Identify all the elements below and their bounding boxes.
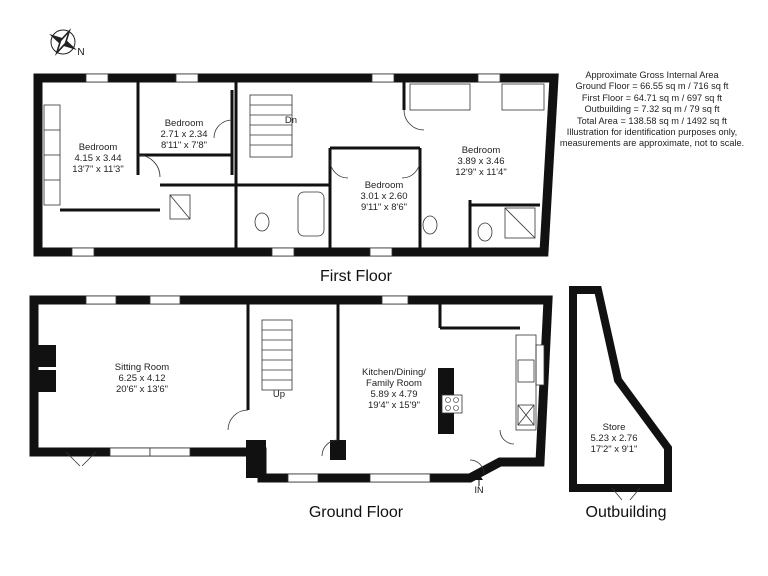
bathroom-fixtures (169, 191, 536, 242)
entrance-arrow-icon (475, 474, 483, 486)
ground-floor-partitions (246, 304, 520, 440)
area-line: Total Area = 138.58 sq m / 1492 sq ft (577, 115, 727, 126)
room-kitchen-dining: Kitchen/Dining/ Family Room 5.89 x 4.79 … (362, 367, 426, 411)
room-imperial: 9'11" x 8'6" (361, 202, 407, 213)
ground-floor-windows (85, 295, 545, 483)
room-metric: 5.89 x 4.79 (370, 389, 417, 400)
outbuilding-door (611, 487, 641, 501)
compass: N (49, 28, 85, 58)
wardrobes (43, 83, 545, 206)
room-metric: 4.15 x 3.44 (74, 153, 121, 164)
area-line: Approximate Gross Internal Area (585, 70, 719, 80)
first-floor-partitions (60, 82, 540, 248)
room-name: Bedroom (365, 180, 404, 191)
room-imperial: 19'4" x 15'9" (368, 400, 420, 411)
first-floor-title: First Floor (320, 268, 393, 285)
ground-floor-plan: IN Up Sitting Room 6.25 x 4.12 20'6" x 1… (29, 295, 553, 521)
room-bedroom-1: Bedroom 4.15 x 3.44 13'7" x 11'3" (72, 142, 123, 175)
room-name: Store (603, 422, 626, 433)
room-metric: 5.23 x 2.76 (590, 433, 637, 444)
disclaimer-line: Illustration for identification purposes… (566, 127, 738, 138)
kitchen-fittings (438, 334, 537, 434)
up-stairs-label: Up (273, 389, 285, 400)
room-imperial: 8'11" x 7'8" (161, 140, 207, 151)
room-metric: 3.01 x 2.60 (360, 191, 407, 202)
down-stairs-label: Dn (285, 115, 297, 126)
room-bedroom-2: Bedroom 2.71 x 2.34 8'11" x 7'8" (160, 118, 207, 151)
area-info: Approximate Gross Internal Area Ground F… (542, 70, 762, 150)
outbuilding-plan: Store 5.23 x 2.76 17'2" x 9'1" Outbuildi… (569, 286, 672, 521)
room-imperial: 17'2" x 9'1" (591, 444, 638, 455)
first-floor-plan: Dn Bedroom 4.15 x 3.44 13'7" x 11'3" Bed… (33, 73, 559, 285)
room-name: Bedroom (79, 142, 118, 153)
area-line: Ground Floor = 66.55 sq m / 716 sq ft (575, 81, 729, 92)
room-metric: 6.25 x 4.12 (118, 373, 165, 384)
room-name: Kitchen/Dining/ (362, 367, 426, 378)
entrance-label: IN (475, 485, 484, 495)
room-name: Bedroom (165, 118, 204, 129)
disclaimer-line: measurements are approximate, not to sca… (559, 138, 745, 149)
room-imperial: 20'6" x 13'6" (116, 384, 168, 395)
room-store: Store 5.23 x 2.76 17'2" x 9'1" (590, 422, 637, 455)
room-metric: 2.71 x 2.34 (160, 129, 207, 140)
ground-floor-chimney-blocks (38, 345, 346, 478)
room-sitting-room: Sitting Room 6.25 x 4.12 20'6" x 13'6" (115, 362, 169, 395)
room-imperial: 12'9" x 11'4" (455, 167, 506, 178)
first-floor-windows (71, 73, 501, 257)
compass-north-label: N (77, 47, 84, 58)
room-metric: 3.89 x 3.46 (457, 156, 504, 167)
first-floor-stairs (249, 94, 293, 158)
ground-floor-stairs (261, 319, 293, 391)
room-name: Bedroom (462, 145, 501, 156)
room-bedroom-3: Bedroom 3.01 x 2.60 9'11" x 8'6" (360, 180, 407, 213)
area-line: First Floor = 64.71 sq m / 697 sq ft (581, 92, 723, 103)
room-imperial: 13'7" x 11'3" (72, 164, 123, 175)
ground-floor-doors (65, 409, 515, 475)
area-line: Outbuilding = 7.32 sq m / 79 sq ft (584, 104, 720, 115)
outbuilding-title: Outbuilding (586, 504, 667, 521)
outbuilding-outer-wall (569, 286, 672, 492)
first-floor-doors (137, 109, 425, 179)
room-name: Sitting Room (115, 362, 169, 373)
room-bedroom-4: Bedroom 3.89 x 3.46 12'9" x 11'4" (455, 145, 506, 178)
room-name-line-2: Family Room (366, 378, 422, 389)
ground-floor-title: Ground Floor (309, 504, 404, 521)
compass-rose-icon (49, 28, 77, 56)
